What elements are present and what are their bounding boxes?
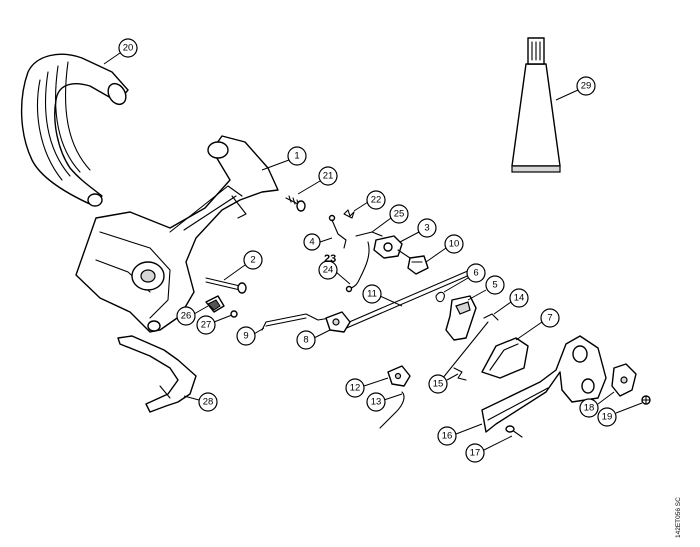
callout-17: 17 xyxy=(465,435,513,463)
callout-18: 18 xyxy=(579,391,615,418)
callout-24: 24 xyxy=(318,260,351,285)
callout-14-label: 14 xyxy=(514,293,525,304)
part-2-screw xyxy=(205,277,247,294)
callout-11-label: 11 xyxy=(367,289,377,300)
part-10-contact-spring xyxy=(407,255,429,275)
callout-27: 27 xyxy=(196,314,233,335)
part-27-screw xyxy=(230,310,238,318)
callout-25: 25 xyxy=(371,204,409,233)
callout-4: 4 xyxy=(303,233,333,251)
callout-28: 28 xyxy=(183,392,218,412)
part-8-throttle-lever xyxy=(325,311,351,333)
part-7-handle-cover xyxy=(481,337,529,379)
callout-28-label: 28 xyxy=(203,397,214,408)
callout-18-label: 18 xyxy=(584,403,595,414)
part-1-rear-handle-housing xyxy=(75,135,279,333)
part-5-interlock-lever xyxy=(445,295,477,341)
part-20-handle-bar xyxy=(20,53,129,207)
callout-3-label: 3 xyxy=(424,223,429,234)
callout-20: 20 xyxy=(103,38,138,65)
callout-27-label: 27 xyxy=(201,320,212,331)
part-24-wire xyxy=(345,241,370,293)
part-12-switch-lever xyxy=(387,365,411,387)
callout-17-label: 17 xyxy=(470,448,481,459)
callout-11: 11 xyxy=(362,284,403,307)
drawing-code: 142ET056 SC xyxy=(675,497,682,538)
part-3-switch-shaft xyxy=(373,235,411,259)
part-9-linkage-rod xyxy=(261,313,331,331)
callout-6: 6 xyxy=(443,263,486,293)
callout-12: 12 xyxy=(345,377,389,398)
callout-22: 22 xyxy=(353,190,386,212)
callout-10: 10 xyxy=(425,234,464,263)
part-23-label: 23 xyxy=(324,253,336,265)
callout-22-label: 22 xyxy=(371,195,382,206)
callout-13: 13 xyxy=(366,392,403,412)
callout-15-label: 15 xyxy=(433,379,444,390)
callout-8: 8 xyxy=(296,329,331,350)
part-28-guard-rail xyxy=(117,335,197,413)
part-17-screw xyxy=(505,425,523,438)
part-4-pin xyxy=(328,214,347,249)
callout-4-label: 4 xyxy=(309,237,314,248)
callout-1: 1 xyxy=(261,146,307,171)
callout-29: 29 xyxy=(555,76,596,101)
callout-29-label: 29 xyxy=(581,81,592,92)
part-21-screw xyxy=(285,195,306,212)
part-16-handle-molding xyxy=(481,335,607,433)
part-26-clip xyxy=(205,295,225,313)
callout-10-label: 10 xyxy=(449,239,460,250)
callout-26-label: 26 xyxy=(181,311,192,322)
callout-20-label: 20 xyxy=(123,43,134,54)
callout-7-label: 7 xyxy=(547,313,552,324)
callout-19: 19 xyxy=(597,402,643,427)
callout-16: 16 xyxy=(437,423,483,446)
callout-26: 26 xyxy=(176,305,209,326)
callout-15: 15 xyxy=(428,373,459,394)
part-14-rod xyxy=(437,313,499,385)
callout-9: 9 xyxy=(236,326,265,346)
part-6-spring xyxy=(435,291,445,303)
callout-9-label: 9 xyxy=(243,331,248,342)
callout-21: 21 xyxy=(297,166,338,195)
part-22-spring xyxy=(343,209,355,219)
callout-1-label: 1 xyxy=(294,151,299,162)
callout-25-label: 25 xyxy=(394,209,405,220)
part-19-screw xyxy=(641,395,651,405)
callout-5-label: 5 xyxy=(492,280,497,291)
callout-12-label: 12 xyxy=(350,383,361,394)
callout-24-label: 24 xyxy=(323,265,334,276)
part-25-lever xyxy=(355,231,383,237)
callout-2-label: 2 xyxy=(250,255,255,266)
part-18-button xyxy=(611,363,637,397)
part-13-wire xyxy=(379,391,405,429)
callout-21-label: 21 xyxy=(323,171,334,182)
callout-16-label: 16 xyxy=(442,431,453,442)
callout-19-label: 19 xyxy=(602,412,613,423)
callout-7: 7 xyxy=(515,308,560,341)
callout-2: 2 xyxy=(223,250,263,281)
part-29-grease-tube xyxy=(511,37,561,173)
callout-5: 5 xyxy=(467,275,505,301)
callout-14: 14 xyxy=(493,288,529,315)
callout-13-label: 13 xyxy=(371,397,382,408)
callout-6-label: 6 xyxy=(473,268,478,279)
part-15-spring xyxy=(453,367,467,381)
callout-3: 3 xyxy=(399,218,437,243)
callout-8-label: 8 xyxy=(303,335,308,346)
